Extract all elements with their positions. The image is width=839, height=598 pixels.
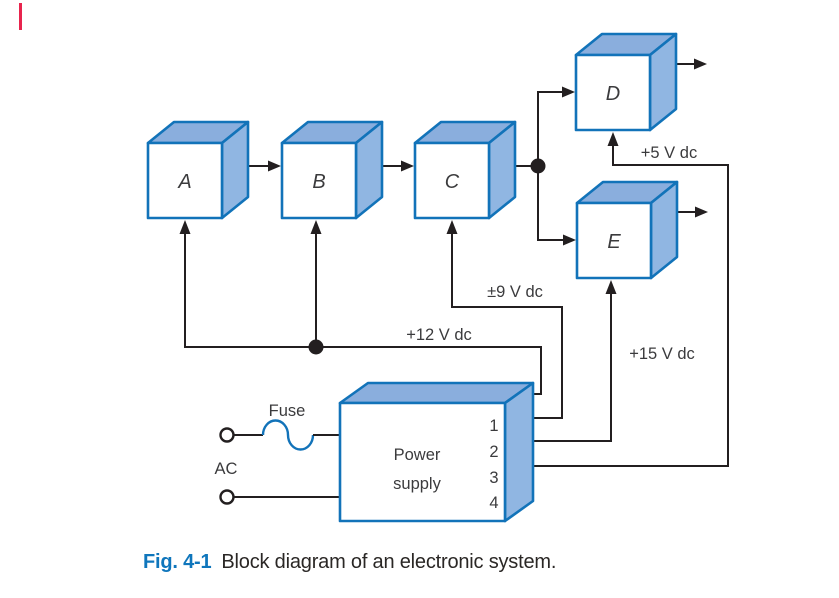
arrowhead-into-a — [179, 220, 191, 234]
arrowhead-into-b — [310, 220, 322, 234]
wire-pm9 — [446, 220, 563, 419]
arrowhead-b-to-c — [401, 160, 414, 172]
block-e: E — [575, 180, 679, 280]
power-supply-label-line1: Power — [394, 446, 441, 464]
label-plus5vdc: +5 V dc — [641, 144, 697, 162]
block-b: B — [280, 120, 384, 220]
label-plus12vdc: +12 V dc — [406, 326, 472, 344]
wire-plus15-path — [506, 294, 612, 442]
power-supply-block: Power supply 1 2 3 4 — [338, 381, 535, 523]
wire-plus15 — [506, 280, 617, 442]
block-a-front-face — [146, 141, 224, 220]
power-supply-label-line2: supply — [393, 475, 441, 493]
power-supply-front-face — [338, 401, 507, 523]
block-b-front-face — [280, 141, 358, 220]
figure-caption-text: Block diagram of an electronic system. — [221, 551, 557, 573]
block-d-label: D — [606, 83, 620, 105]
arrowhead-into-d-bottom — [607, 132, 619, 146]
arrowhead-into-e — [563, 234, 576, 246]
block-a: A — [146, 120, 250, 220]
ac-input — [219, 419, 340, 505]
figure-number: Fig. 4-1 — [143, 551, 212, 573]
power-supply-side-face — [503, 381, 535, 523]
wire-plus5-path — [506, 146, 729, 467]
block-d-front-face — [574, 53, 652, 132]
arrowhead-into-d — [562, 86, 575, 98]
label-plus15vdc: +15 V dc — [629, 345, 695, 363]
terminal-number-3: 3 — [489, 469, 498, 487]
arrowhead-e-output — [695, 206, 708, 218]
arrowhead-a-to-b — [268, 160, 281, 172]
block-c: C — [413, 120, 517, 220]
ac-terminal-top-icon — [219, 427, 235, 443]
junction-dot-plus12 — [308, 339, 324, 355]
label-pm9vdc: ±9 V dc — [487, 283, 543, 301]
terminal-number-1: 1 — [489, 417, 498, 435]
signal-wires — [246, 58, 708, 246]
wire-branch-to-e — [537, 166, 563, 241]
wire-pm9-path — [451, 234, 563, 419]
block-e-front-face — [575, 201, 653, 280]
label-fuse: Fuse — [269, 402, 306, 420]
arrowhead-into-c — [446, 220, 458, 234]
wire-plus12-path — [184, 234, 542, 395]
ac-terminal-bottom-icon — [219, 489, 235, 505]
wire-plus5 — [506, 132, 729, 467]
voltage-labels: +5 V dc ±9 V dc +12 V dc +15 V dc Fuse A… — [215, 144, 698, 478]
scan-artifact-mark — [19, 3, 22, 30]
terminal-number-2: 2 — [489, 443, 498, 461]
arrowhead-d-output — [694, 58, 707, 70]
arrowhead-into-e-bottom — [605, 280, 617, 294]
wire-branch-to-d — [537, 91, 562, 166]
block-c-front-face — [413, 141, 491, 220]
fuse-icon — [261, 419, 315, 451]
label-ac: AC — [215, 460, 238, 478]
terminal-number-4: 4 — [489, 494, 498, 512]
block-e-label: E — [607, 231, 621, 253]
block-d: D — [574, 32, 678, 132]
block-b-label: B — [312, 171, 325, 193]
figure-caption: Fig. 4-1 Block diagram of an electronic s… — [143, 551, 556, 574]
power-supply-top-face — [338, 381, 535, 405]
block-c-label: C — [445, 171, 460, 193]
block-a-label: A — [177, 171, 191, 193]
